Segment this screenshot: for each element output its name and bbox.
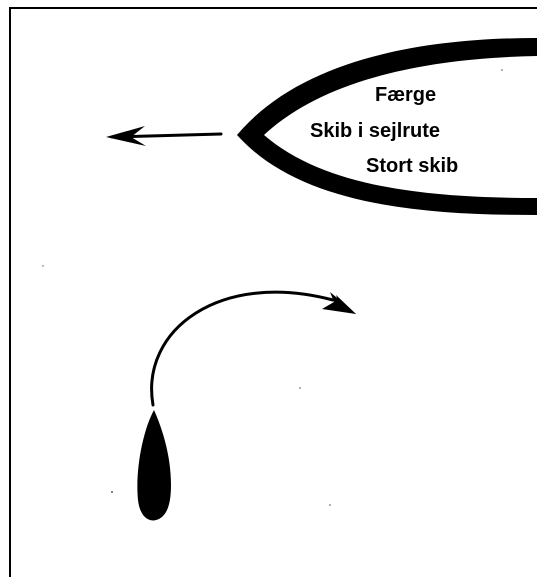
curved-arrow-icon (150, 290, 356, 407)
diagram-frame (9, 7, 537, 577)
ship-label-ferry: Færge (375, 84, 437, 106)
small-boat-icon (137, 410, 171, 521)
scan-specks (42, 69, 503, 506)
ship-label-route-ship: Skib i sejlrute (310, 120, 441, 142)
left-arrow-icon (106, 126, 223, 146)
large-ship-bow-icon (237, 38, 537, 215)
ship-label-large-ship: Stort skib (366, 155, 459, 177)
